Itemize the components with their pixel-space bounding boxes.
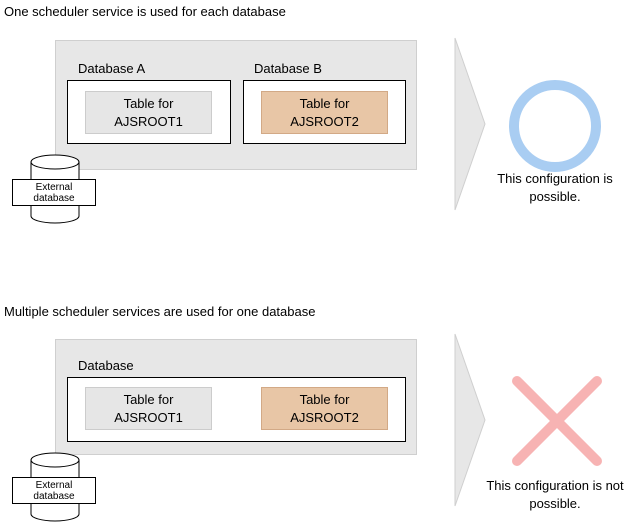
top-external-database-label: External database <box>12 179 96 206</box>
bottom-external-database-label: External database <box>12 477 96 504</box>
top-result-text: This configuration is possible. <box>475 170 635 206</box>
bottom-result-text: This configuration is not possible. <box>471 477 639 513</box>
external-line2: database <box>33 491 75 502</box>
table-line1: Table for <box>299 391 350 407</box>
table-line1: Table for <box>123 95 174 111</box>
database-a-label: Database A <box>78 61 146 76</box>
result-line1: This configuration is not <box>486 478 624 493</box>
result-line2: possible. <box>529 496 581 511</box>
external-line2: database <box>33 193 75 204</box>
table-line1: Table for <box>299 95 350 111</box>
bottom-heading: Multiple scheduler services are used for… <box>4 304 316 319</box>
result-line2: possible. <box>529 189 581 204</box>
table-line2: AJSROOT1 <box>114 409 183 425</box>
table-line2: AJSROOT1 <box>114 113 183 129</box>
database-label: Database <box>78 358 134 373</box>
table-ajsroot2: Table for AJSROOT2 <box>261 387 388 430</box>
database-b-label: Database B <box>254 61 322 76</box>
table-line1: Table for <box>123 391 174 407</box>
table-ajsroot1: Table for AJSROOT1 <box>85 91 212 134</box>
table-ajsroot1: Table for AJSROOT1 <box>85 387 212 430</box>
table-line2: AJSROOT2 <box>290 113 359 129</box>
table-line2: AJSROOT2 <box>290 409 359 425</box>
top-heading: One scheduler service is used for each d… <box>4 4 286 19</box>
external-line1: External <box>35 182 73 193</box>
result-line1: This configuration is <box>497 171 613 186</box>
table-ajsroot2: Table for AJSROOT2 <box>261 91 388 134</box>
external-line1: External <box>35 480 73 491</box>
